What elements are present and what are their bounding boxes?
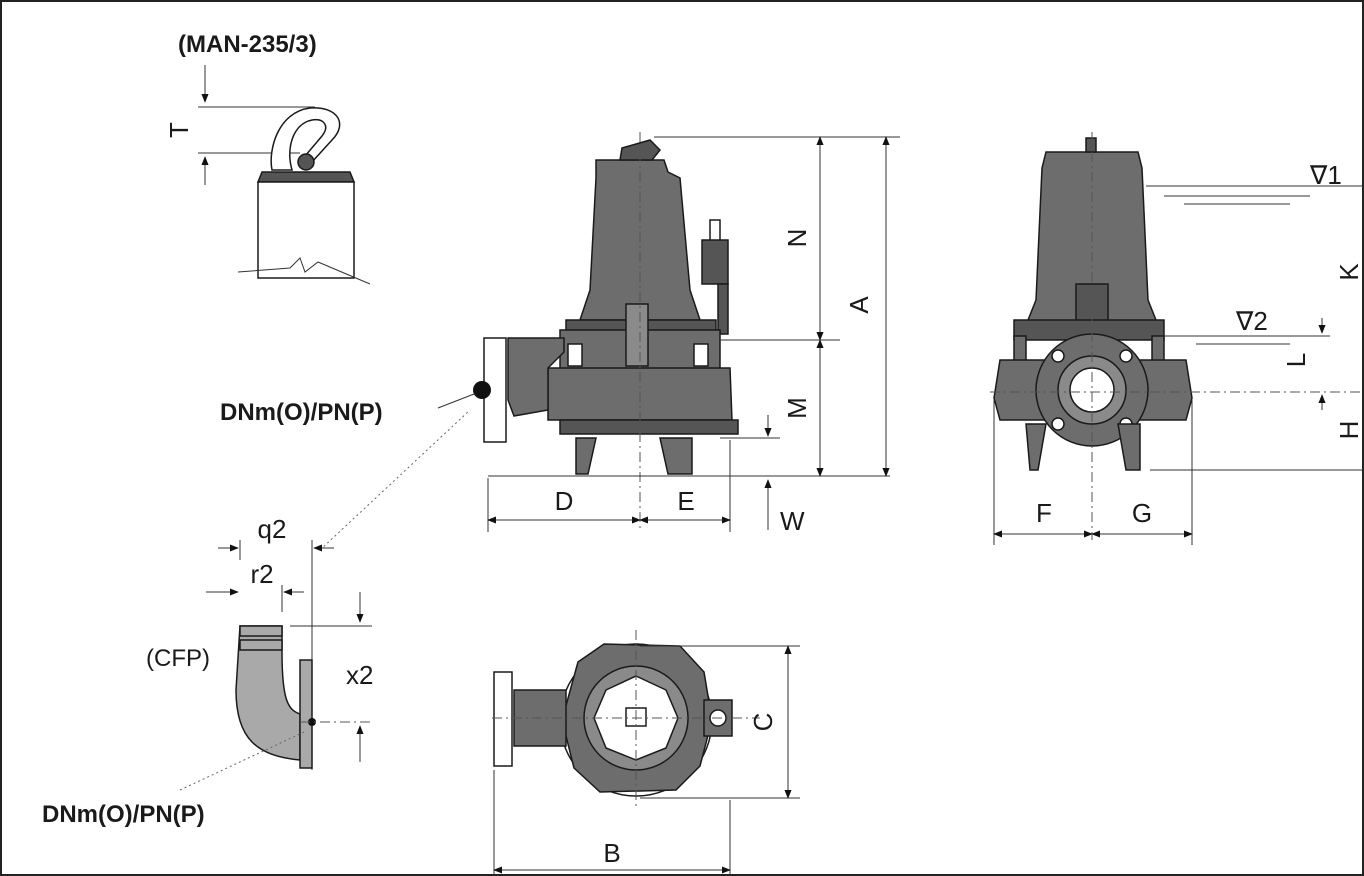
dim-r2-label: r2 bbox=[250, 559, 273, 589]
level-1-label: ∇1 bbox=[1309, 160, 1342, 190]
pump-side-view: DNm(O)/PN(P) N A M W D E bbox=[220, 132, 900, 536]
dim-h-label: H bbox=[1334, 421, 1364, 440]
discharge-bottom-label: DNm(O)/PN(P) bbox=[42, 801, 205, 828]
cfp-elbow-detail: q2 r2 (CFP) x2 DNm(O)/PN(P) bbox=[42, 409, 471, 828]
dim-t-label: T bbox=[164, 122, 194, 138]
dim-w-label: W bbox=[780, 506, 805, 536]
dim-b-label: B bbox=[603, 838, 620, 868]
dim-n-label: N bbox=[782, 229, 812, 248]
dim-e-label: E bbox=[677, 486, 694, 516]
pump-top-view: C B bbox=[492, 630, 800, 876]
discharge-side-label: DNm(O)/PN(P) bbox=[220, 399, 383, 426]
dim-x2-label: x2 bbox=[346, 660, 373, 690]
dim-m-label: M bbox=[782, 397, 812, 419]
pump-front-view: ∇1 ∇2 K L H F G bbox=[990, 132, 1364, 545]
dim-d-label: D bbox=[555, 486, 574, 516]
cfp-label: (CFP) bbox=[146, 645, 210, 672]
dim-k-label: K bbox=[1334, 263, 1364, 281]
dim-a-label: A bbox=[844, 296, 874, 314]
discharge-side-point bbox=[473, 381, 491, 399]
level-2-label: ∇2 bbox=[1235, 306, 1268, 336]
handle-detail: (MAN-235/3) T bbox=[164, 31, 371, 285]
dim-c-label: C bbox=[748, 713, 778, 732]
dim-f-label: F bbox=[1036, 498, 1052, 528]
dim-q2-label: q2 bbox=[258, 514, 287, 544]
dim-g-label: G bbox=[1132, 498, 1152, 528]
dim-l-label: L bbox=[1281, 353, 1311, 367]
man-code-label: (MAN-235/3) bbox=[178, 31, 317, 58]
